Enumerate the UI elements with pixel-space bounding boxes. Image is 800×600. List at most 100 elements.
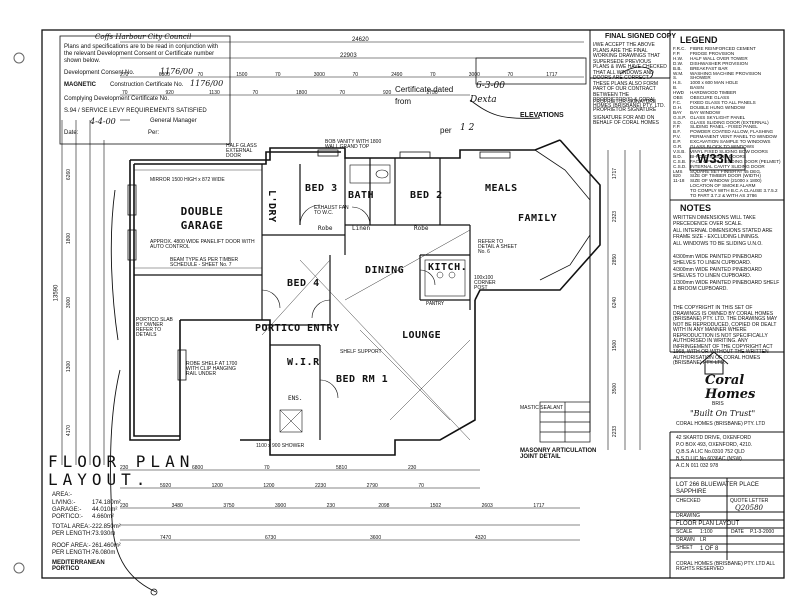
note-item: 1/300mm WIDE PAINTED PINEBOARD SHELF & B… bbox=[673, 280, 780, 292]
dimension-label: 270 bbox=[120, 72, 129, 78]
company-acn: A.C.N 011 032 978 bbox=[676, 463, 719, 469]
garage-area: 44.010m² bbox=[92, 507, 118, 513]
legend-desc: DOUBLE HUNG WINDOW bbox=[690, 104, 746, 110]
cert-from-value: Dexta bbox=[470, 95, 497, 105]
legend-desc: LOCATION OF SMOKE ALARM bbox=[690, 183, 756, 189]
room-lounge: LOUNGE bbox=[402, 330, 442, 341]
room-kitchen: KITCH. bbox=[428, 262, 468, 273]
legend-code: 11-18 bbox=[673, 178, 685, 184]
dimension-label: 1300 bbox=[66, 360, 73, 373]
drawing-label: DRAWING bbox=[676, 513, 700, 519]
legend-desc: SQUARE SET FINISH AT 45 DEG. bbox=[690, 168, 762, 174]
dim-left-overall: 13590 bbox=[53, 284, 60, 302]
note-corner-post: 100x100 CORNER POST bbox=[474, 275, 496, 291]
dimension-label: 3000 bbox=[468, 72, 480, 78]
legend-code: B.F. bbox=[673, 129, 681, 135]
dimension-label: 70 bbox=[122, 90, 128, 96]
dimension-label: 4170 bbox=[66, 424, 73, 437]
elevations-label: ELEVATIONS bbox=[520, 112, 564, 119]
sheet-value: 1 OF 8 bbox=[700, 546, 719, 552]
dim-top-overall: 24620 bbox=[352, 37, 369, 43]
legend-desc: INTERNAL CAVITY SLIDING DOOR bbox=[690, 163, 765, 169]
dimension-label: 2850 bbox=[612, 254, 619, 266]
legend-code: C.S.D. bbox=[673, 163, 687, 169]
coral-signature: SIGNATURE FOR AND ON BEHALF OF CORAL HOM… bbox=[593, 115, 659, 126]
legend-desc: BREAKFAST BAR bbox=[690, 65, 728, 71]
area-label: AREA:- bbox=[52, 492, 73, 498]
legend-code: F.P. bbox=[673, 50, 681, 56]
legend-code: H.W. bbox=[673, 55, 683, 61]
dimension-label: 1717 bbox=[546, 72, 558, 78]
dimension-label: 2230 bbox=[315, 483, 327, 489]
portico-area: 4.660m² bbox=[92, 514, 115, 520]
dimension-label: 6240 bbox=[612, 296, 619, 309]
company-address1: 42 SKARTD DRIVE, OXENFORD bbox=[676, 435, 751, 441]
legend-desc: TO PART 3.7.2 & WITH AS 3786 bbox=[690, 193, 757, 198]
legend-code: C.S.B. bbox=[673, 158, 687, 164]
dev-consent-no: 1176/00 bbox=[160, 67, 194, 76]
titleblock-footer: CORAL HOMES (BRISBANE) PTY. LTD ALL RIGH… bbox=[676, 561, 775, 572]
note-mirror: MIRROR 1500 HIGH x 872 WIDE bbox=[150, 177, 225, 183]
dimension-label: 230 bbox=[326, 503, 335, 509]
roof-label: ROOF AREA:- bbox=[52, 543, 91, 549]
legend-code: G.R. bbox=[673, 144, 683, 149]
dimension-label: 230 bbox=[120, 503, 129, 509]
dimension-label: 2490 bbox=[391, 72, 403, 78]
legend-desc: GLASS BLOCK TO WINDOWS bbox=[690, 144, 755, 149]
note-item: 4/300mm WIDE PAINTED PINEBOARD SHELVES T… bbox=[673, 267, 762, 279]
council-intro: Plans and specifications are to be read … bbox=[64, 44, 219, 64]
garage-label: GARAGE:- bbox=[52, 507, 82, 513]
legend-code: 820 bbox=[673, 173, 681, 179]
complying-cert-label: Complying Development Certificate No. bbox=[64, 96, 170, 102]
total-area: 222.850m² bbox=[92, 524, 121, 530]
legend-code: F.C. bbox=[673, 99, 682, 105]
model-code: W33N bbox=[697, 151, 734, 166]
council-name: Coffs Harbour City Council bbox=[95, 33, 192, 41]
dimension-label: 920 bbox=[165, 90, 174, 96]
dimension-label: 1800 bbox=[66, 232, 73, 245]
room-bed-rm1: BED RM 1 bbox=[336, 374, 389, 385]
general-manager: General Manager bbox=[150, 118, 197, 124]
legend-desc: OBSCURE GLASS bbox=[690, 95, 730, 100]
legend-desc: 1000 x 600 MAN HOLE bbox=[690, 80, 739, 86]
legend-title: LEGEND bbox=[680, 35, 718, 45]
legend-code: W.M. bbox=[673, 70, 684, 76]
dimension-label: 230 bbox=[120, 465, 129, 471]
lot-address: LOT 266 BLUEWATER PLACE bbox=[676, 482, 759, 488]
date-tb-label: DATE bbox=[731, 529, 744, 535]
dimension-label: 1717 bbox=[533, 503, 545, 509]
dimension-label: 1800 bbox=[296, 90, 308, 96]
cert-per-value: 1 2 bbox=[460, 123, 475, 133]
room-entry: ENTRY bbox=[307, 323, 340, 334]
quote-value: Q20580 bbox=[735, 504, 764, 512]
company-slogan: "Built On Trust" bbox=[690, 409, 756, 418]
dimension-label: 2603 bbox=[481, 503, 493, 509]
room-family: FAMILY bbox=[518, 213, 558, 224]
legend-code: D.W. bbox=[673, 60, 683, 66]
legend-code: E.P. bbox=[673, 139, 682, 145]
dimension-label: 2098 bbox=[378, 503, 390, 509]
dimension-label: 70 bbox=[430, 72, 436, 78]
dimension-label: 1717 bbox=[612, 168, 619, 180]
legend-code: P.V. bbox=[673, 134, 681, 140]
notes-title: NOTES bbox=[680, 203, 712, 213]
company-address2: P.O BOX 493, OXENFORD, 4210. bbox=[676, 442, 753, 448]
legend-code: S. bbox=[673, 75, 678, 81]
room-ensuite: ENS. bbox=[288, 395, 303, 402]
note-beam: BEAM TYPE AS PER TIMBER SCHEDULE - SHEET… bbox=[170, 257, 239, 268]
portico-label: PORTICO:- bbox=[52, 514, 83, 520]
signed-copy-text: I/WE ACCEPT THE ABOVE PLANS ARE THE FINA… bbox=[593, 42, 667, 109]
legend-desc: SIZE OF TIMBER DOOR (WIDTH) bbox=[690, 173, 761, 179]
drawn-value: LR bbox=[700, 537, 707, 543]
per-length: 73.930m bbox=[92, 531, 116, 537]
room-bed4: BED 4 bbox=[287, 278, 320, 289]
note-shower: 1100 x 900 SHOWER bbox=[256, 443, 305, 449]
dimension-label: 6260 bbox=[66, 168, 73, 181]
dimension-label: 2790 bbox=[366, 483, 378, 489]
company-legal: CORAL HOMES (BRISBANE) PTY. LTD bbox=[676, 421, 766, 427]
scale-value: 1:100 bbox=[700, 529, 713, 535]
room-meals: MEALS bbox=[485, 183, 518, 194]
legend-desc: BI-FOLD SLIDING DOORS bbox=[690, 153, 746, 159]
dimension-label: 70 bbox=[418, 483, 424, 489]
